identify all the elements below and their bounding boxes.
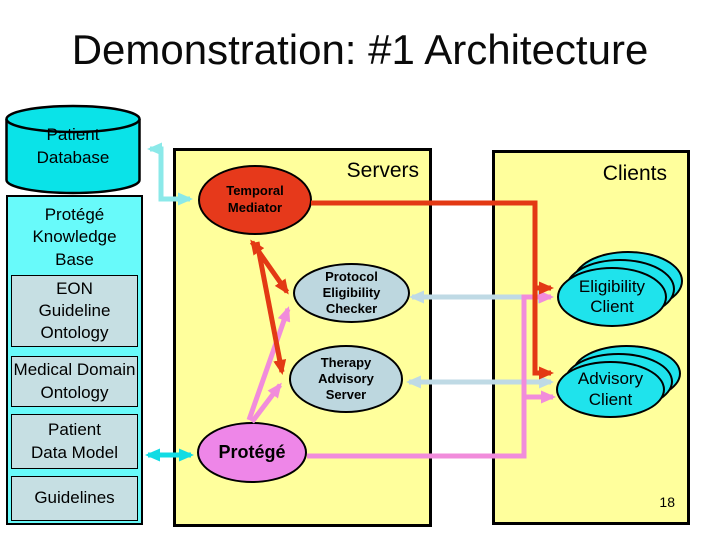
servers-panel-label: Servers xyxy=(346,159,419,182)
kb-item-patient-data-model: Patient Data Model xyxy=(11,414,138,469)
cylinder-shape xyxy=(5,104,141,195)
page-number: 18 xyxy=(659,494,675,510)
kb-item-eon-guideline-ontology: EON Guideline Ontology xyxy=(11,275,138,347)
knowledge-base-title: Protégé Knowledge Base xyxy=(32,205,117,269)
advisory-client-node: Advisory Client xyxy=(556,361,665,418)
knowledge-base-box: Protégé Knowledge Base EON Guideline Ont… xyxy=(6,195,143,525)
therapy-advisory-server-node: Therapy Advisory Server xyxy=(289,345,403,413)
patient-database-cylinder: Patient Database xyxy=(4,104,142,195)
temporal-mediator-node: Temporal Mediator xyxy=(198,165,312,235)
clients-panel-label: Clients xyxy=(602,162,667,185)
eligibility-client-stack: Eligibility Client xyxy=(557,251,684,328)
patient-database-label: Patient Database xyxy=(36,125,110,167)
kb-item-guidelines: Guidelines xyxy=(11,476,138,521)
slide-title: Demonstration: #1 Architecture xyxy=(71,26,649,73)
protege-node: Protégé xyxy=(197,422,307,483)
kb-item-medical-domain-ontology: Medical Domain Ontology xyxy=(11,356,138,407)
protocol-eligibility-checker-node: Protocol Eligibility Checker xyxy=(293,263,410,323)
advisory-client-stack: Advisory Client xyxy=(556,345,682,419)
clients-panel: Clients 18 xyxy=(492,150,690,525)
eligibility-client-node: Eligibility Client xyxy=(557,267,667,327)
